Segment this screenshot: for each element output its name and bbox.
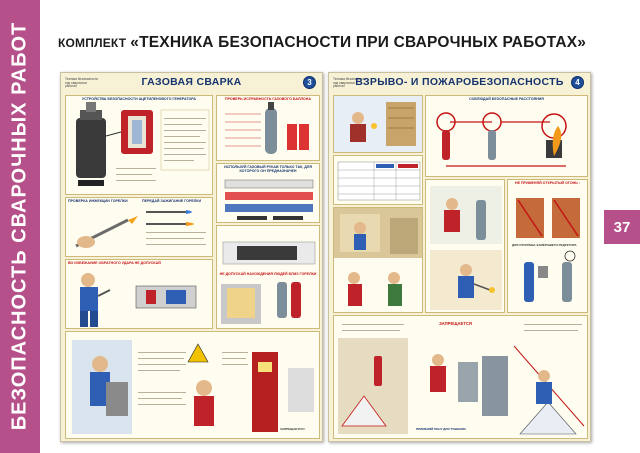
forbidden-label: ЗАПРЕЩАЕТСЯ (439, 321, 472, 326)
panel-caption: НЕ ПРИМЕНЯЙ ОТКРЫТЫЙ ОГОНЬ : (514, 181, 581, 185)
distance-table (337, 161, 421, 201)
poster-number: 3 (303, 76, 316, 89)
panel-welders (333, 95, 423, 153)
panel-caption: ПРОВЕРЬ ИСПРАВНОСТЬ ГАЗОВОГО БАЛЛОНА (224, 97, 311, 101)
panel-caption: СОБЛЮДАЙ БЕЗОПАСНЫЕ РАССТОЯНИЯ (469, 97, 544, 101)
page-number-badge: 37 (604, 210, 640, 244)
poster-number: 4 (571, 76, 584, 89)
panel-backfire: ВО ИЗБЕЖАНИЕ ОБРАТНОГО УДАРА НЕ ДОПУСКАЙ (65, 259, 213, 329)
gas-cylinder-illustration (225, 102, 309, 154)
panel-distance: НЕ ДОПУСКАЙ НАХОЖДЕНИЯ ЛЮДЕЙ БЛИЗ ГОРЕЛК… (216, 225, 320, 329)
poster-title: ГАЗОВАЯ СВАРКА (141, 76, 242, 88)
panel-torch: ПРОВЕРКА ИНЖЕКЦИИ ГОРЕЛКИ ПЕРЕДАЙ ЗАЖИГА… (65, 197, 213, 257)
panel-no-open-fire: НЕ ПРИМЕНЯЙ ОТКРЫТЫЙ ОГОНЬ : ДЛЯ ОТОГРЕВ… (507, 179, 588, 313)
poster-title: ВЗРЫВО- И ПОЖАРОБЕЗОПАСНОСТЬ (355, 76, 564, 88)
poster-series: Техника безопасности при сварочных работ… (65, 77, 98, 89)
no-open-fire-illustration (516, 198, 580, 302)
scaffold-illustration (334, 208, 422, 306)
sidebar-title: БЕЗОПАСНОСТЬ СВАРОЧНЫХ РАБОТ (8, 21, 31, 431)
poster-header: Техника безопасности при сварочных работ… (61, 73, 322, 93)
kit-word: КОМПЛЕКТ (58, 36, 127, 50)
forbidden-label: ЗАПРЕЩАЕТСЯ ! (280, 427, 306, 431)
panel-distances: СОБЛЮДАЙ БЕЗОПАСНЫЕ РАССТОЯНИЯ (425, 95, 588, 177)
panel-caption: ИСПОЛЬЗУЙ ГАЗОВЫЙ РУКАВ ТОЛЬКО ТАК, ДЛЯ … (224, 165, 312, 173)
sidebar-band: БЕЗОПАСНОСТЬ СВАРОЧНЫХ РАБОТ (0, 0, 40, 453)
panel-acetylene: УСТРОЙСТВА БЕЗОПАСНОСТИ АЦЕТИЛЕНОВОГО ГЕ… (65, 95, 213, 195)
distance-illustration (221, 241, 316, 324)
panel-bottom: ЗАПРЕЩАЕТСЯ ! (65, 331, 320, 439)
page-title: КОМПЛЕКТ«ТЕХНИКА БЕЗОПАСНОСТИ ПРИ СВАРОЧ… (58, 34, 586, 52)
panel-caption: УСТРОЙСТВА БЕЗОПАСНОСТИ АЦЕТИЛЕНОВОГО ГЕ… (81, 97, 196, 101)
panel-scaffold (333, 207, 423, 313)
warming-caption: ДЛЯ ОТОГРЕВА ЗАМЁРЗШЕГО РЕДУКТОРА (512, 243, 577, 247)
poster-fire-safety: Техника безопасности при сварочных работ… (328, 72, 591, 442)
welding-scene-illustration (430, 186, 502, 310)
poster-series: Техника безопасности при сварочных работ… (333, 77, 366, 89)
workplace-illustration (72, 340, 314, 434)
torch-illustration (75, 210, 194, 248)
panel-cylinder: ПРОВЕРЬ ИСПРАВНОСТЬ ГАЗОВОГО БАЛЛОНА (216, 95, 320, 161)
fire-safety-illustration (338, 338, 585, 435)
poster-gas-welding: Техника безопасности при сварочных работ… (60, 72, 323, 442)
panel-caption: ПРОВЕРКА ИНЖЕКЦИИ ГОРЕЛКИ (68, 199, 128, 203)
welders-illustration (334, 96, 422, 152)
welder-illustration (80, 273, 197, 327)
poster-header: Техника безопасности при сварочных работ… (329, 73, 590, 93)
panel-caption-backfire: ПЕРЕДАЙ ЗАЖИГАНИЕ ГОРЕЛКИ (142, 199, 202, 203)
panel-caption: НЕ ДОПУСКАЙ НАХОЖДЕНИЯ ЛЮДЕЙ БЛИЗ ГОРЕЛК… (219, 272, 317, 276)
kit-title-text: «ТЕХНИКА БЕЗОПАСНОСТИ ПРИ СВАРОЧНЫХ РАБО… (130, 34, 587, 51)
distances-diagram (436, 112, 567, 167)
panel-caption: ВО ИЗБЕЖАНИЕ ОБРАТНОГО УДАРА НЕ ДОПУСКАЙ (68, 261, 161, 265)
panel-table (333, 155, 423, 205)
panel-middle (425, 179, 505, 313)
hose-illustration (224, 179, 314, 220)
panel-bottom: ЗАПРЕЩАЕТСЯ ПРИМЕНЯЙ ПЕНУ ДЛЯ ТУШЕНИЯ (333, 315, 588, 439)
panel-hose: ИСПОЛЬЗУЙ ГАЗОВЫЙ РУКАВ ТОЛЬКО ТАК, ДЛЯ … (216, 163, 320, 223)
extinguisher-caption: ПРИМЕНЯЙ ПЕНУ ДЛЯ ТУШЕНИЯ (416, 427, 466, 431)
